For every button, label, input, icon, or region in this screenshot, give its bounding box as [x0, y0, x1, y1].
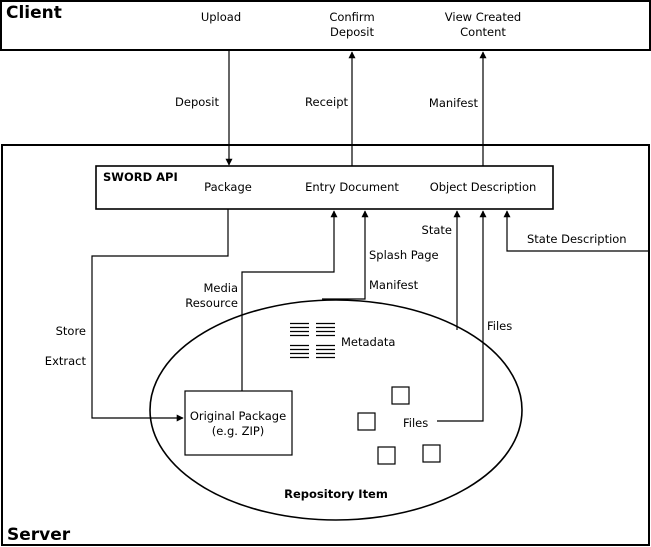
media-resource-label-1: Media	[203, 281, 238, 295]
object-description-label: Object Description	[430, 180, 537, 194]
original-package-box	[184, 390, 293, 456]
repository-item-ellipse	[149, 299, 523, 521]
sword-api-title: SWORD API	[103, 170, 178, 184]
state-description-connector	[503, 210, 649, 252]
files-edge-label: Files	[487, 319, 512, 333]
files-label: Files	[403, 416, 428, 430]
state-description-label: State Description	[527, 232, 627, 246]
files-connector	[437, 210, 487, 422]
server-title: Server	[7, 525, 71, 545]
store-label: Store	[56, 324, 86, 338]
store-extract-connector	[91, 209, 229, 422]
files-icon	[357, 386, 441, 465]
manifest-top-label: Manifest	[429, 96, 479, 110]
deposit-label: Deposit	[175, 95, 219, 109]
extract-label: Extract	[45, 354, 87, 368]
upload-label: Upload	[201, 10, 241, 24]
manifest-inner-label: Manifest	[369, 278, 419, 292]
client-title: Client	[6, 3, 62, 23]
metadata-label: Metadata	[341, 335, 395, 349]
media-resource-label-2: Resource	[185, 296, 238, 310]
view-created-content-label-1: View Created	[445, 10, 521, 24]
entry-document-label: Entry Document	[305, 180, 399, 194]
splash-page-label: Splash Page	[369, 248, 439, 262]
sword-api-box	[95, 165, 554, 210]
media-resource-connector	[241, 210, 338, 391]
original-package-label-1: Original Package	[190, 409, 286, 423]
client-box	[0, 0, 651, 51]
repository-item-title: Repository Item	[284, 487, 388, 501]
splash-page-manifest-connector	[322, 210, 369, 300]
metadata-icon	[290, 322, 335, 359]
confirm-deposit-label-1: Confirm	[329, 10, 374, 24]
receipt-label: Receipt	[305, 95, 348, 109]
view-created-content-label-2: Content	[460, 25, 506, 39]
confirm-deposit-label-2: Deposit	[330, 25, 374, 39]
state-label: State	[422, 223, 452, 237]
original-package-label-2: (e.g. ZIP)	[212, 424, 265, 438]
package-label: Package	[204, 180, 252, 194]
